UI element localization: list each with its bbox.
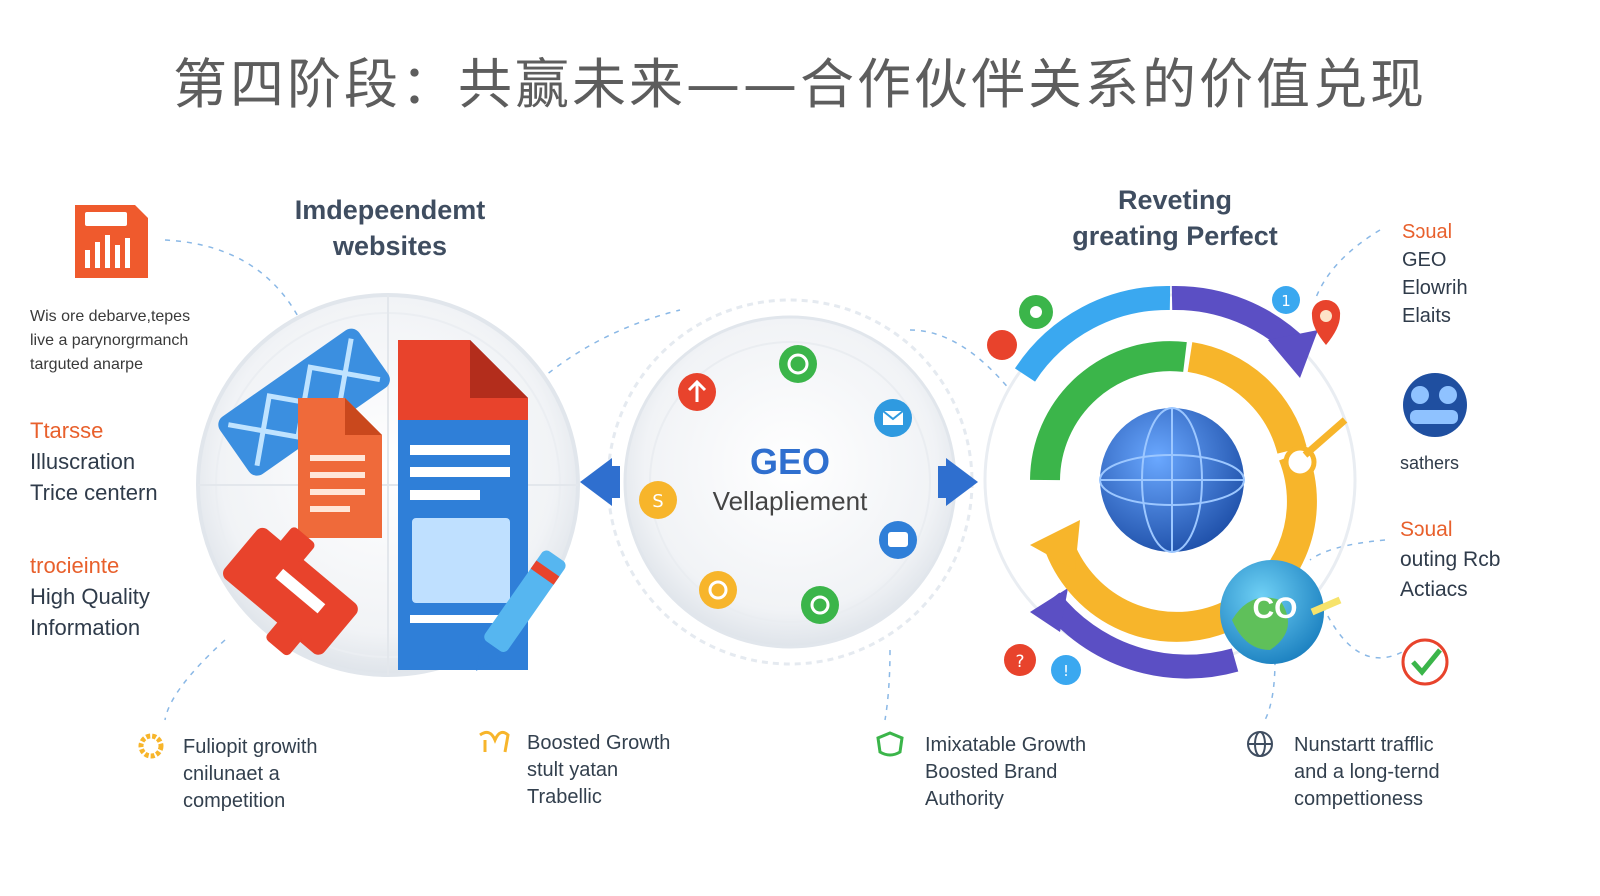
center-icon-chat — [879, 521, 917, 559]
svg-text:?: ? — [1015, 652, 1024, 672]
left-heading-line2: websites — [332, 231, 448, 261]
globe-label: CO — [1252, 592, 1298, 625]
left-heading-line1: Imdepeendemt — [294, 195, 486, 225]
bottom-item-1: Fuliopit growith cnilunaet a competition — [183, 734, 433, 815]
bottom-item-line: compettioness — [1294, 788, 1423, 810]
right-icon-location-pin — [1311, 299, 1341, 345]
left-item-accent: trocieinte — [30, 553, 120, 578]
left-description-line: Wis ore debarve,tepes — [30, 308, 191, 325]
center-icon-refresh — [801, 586, 839, 624]
right-cycle — [983, 285, 1357, 679]
left-description: Wis ore debarve,tepes live a parynorgrma… — [30, 305, 250, 377]
left-item-illustration: Ttarsse Illuscration Trice centern — [30, 415, 220, 508]
bottom-item-line: Trabellic — [527, 786, 602, 808]
right-item-line: GEO — [1402, 249, 1447, 271]
bottom-item-4: Nunstartt trafflic and a long-ternd comp… — [1294, 732, 1554, 813]
right-item-accent: Sɔual — [1400, 518, 1453, 541]
left-sphere — [196, 293, 580, 677]
bottom-item-line: cnilunaet a — [183, 763, 280, 785]
right-item-line: Elowrih — [1402, 277, 1468, 299]
left-item-line: Trice centern — [30, 480, 158, 505]
left-item-line: Illuscration — [30, 449, 136, 474]
people-icon — [1403, 373, 1467, 437]
bottom-item-3: Imixatable Growth Boosted Brand Authorit… — [925, 732, 1175, 813]
handshake-icon-shape — [479, 730, 510, 753]
checkmark-icon — [1401, 638, 1449, 686]
center-icon-recycle — [779, 345, 817, 383]
right-icon-info: 1 — [1272, 286, 1300, 314]
right-item-line: outing Rcb — [1400, 548, 1501, 571]
bottom-item-line: stult yatan — [527, 759, 619, 781]
gear-icon-shape — [138, 733, 164, 759]
center-label: GEO Vellapliement — [690, 440, 890, 518]
center-icon-arrow-up — [678, 373, 716, 411]
bottom-item-2: Boosted Growth stult yatan Trabellic — [527, 730, 777, 811]
shield-icon-shape — [876, 731, 904, 757]
left-description-line: live a parynorgrmanch — [30, 332, 189, 349]
bottom-item-line: and a long-ternd — [1294, 761, 1440, 783]
bottom-item-line: Nunstartt trafflic — [1294, 734, 1434, 756]
right-item-outing: Sɔual outing Rcb Actiacs — [1400, 515, 1570, 605]
left-item-line: Information — [30, 615, 141, 640]
right-heading-line2: greating Perfect — [1072, 221, 1278, 251]
bottom-item-line: Imixatable Growth — [925, 734, 1087, 756]
bottom-item-line: competition — [183, 790, 286, 812]
right-item-accent: Sɔual — [1402, 221, 1453, 243]
center-icon-link — [699, 571, 737, 609]
right-icon-question: ? — [1004, 644, 1036, 676]
right-icon-red-dot — [987, 330, 1017, 360]
right-item-line: Actiacs — [1400, 578, 1468, 601]
right-item-label: sathers — [1400, 453, 1460, 473]
svg-text:S: S — [652, 491, 663, 512]
left-description-line: targuted anarpe — [30, 356, 143, 373]
page-title: 第四阶段：共赢未来——合作伙伴关系的价值兑现 — [173, 53, 1427, 116]
bottom-item-line: Boosted Growth — [527, 732, 671, 754]
right-item-geo: Sɔual GEO Elowrih Elaits — [1402, 218, 1562, 330]
right-item-sathers: sathers — [1400, 448, 1500, 479]
globe-icon-shape — [1247, 731, 1273, 757]
right-heading: Reveting greating Perfect — [1040, 182, 1310, 254]
center-title: GEO — [749, 441, 830, 482]
bar-chart-icon — [75, 205, 148, 278]
bottom-item-line: Authority — [925, 788, 1004, 810]
right-icon-phone — [1019, 295, 1053, 329]
right-item-line: Elaits — [1402, 305, 1451, 327]
right-icon-alert: ! — [1051, 655, 1081, 685]
center-subtitle: Vellapliement — [712, 486, 868, 516]
left-item-accent: Ttarsse — [30, 418, 104, 443]
left-item-line: High Quality — [30, 584, 150, 609]
svg-text:!: ! — [1063, 662, 1069, 680]
bottom-item-line: Boosted Brand — [925, 761, 1058, 783]
center-icon-coin: S — [639, 481, 677, 519]
center-icon-mail — [874, 399, 912, 437]
right-heading-line1: Reveting — [1117, 185, 1233, 215]
svg-text:1: 1 — [1281, 292, 1291, 310]
bottom-item-line: Fuliopit growith — [183, 736, 318, 758]
connector-lines — [164, 229, 1421, 721]
left-heading: Imdepeendemt websites — [250, 192, 530, 264]
left-item-quality: trocieinte High Quality Information — [30, 550, 220, 643]
